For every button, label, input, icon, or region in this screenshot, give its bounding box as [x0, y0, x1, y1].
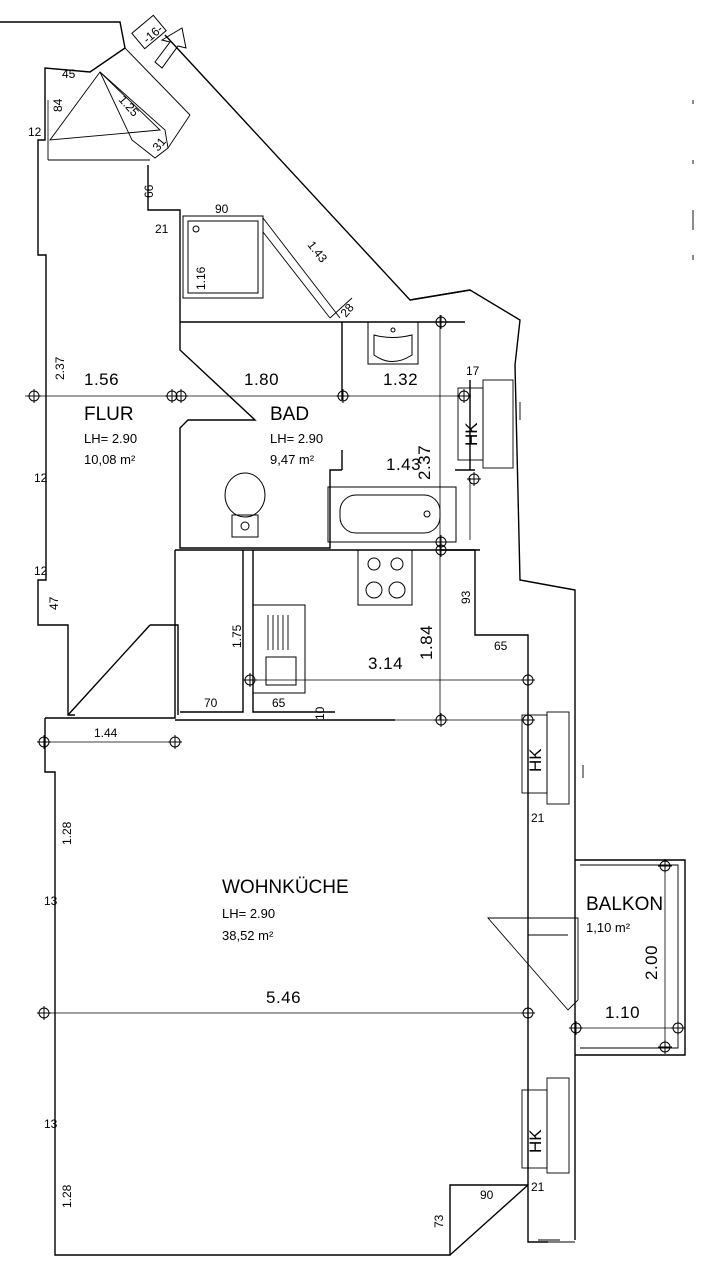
room-area: 1,10 m² [586, 920, 631, 935]
room-name: BAD [270, 404, 309, 425]
dim-label: 21 [531, 811, 545, 825]
entrance-area: -16- [47, 14, 191, 161]
entrance-arrow-icon [154, 27, 187, 69]
dim-label: 90 [215, 202, 229, 216]
dim-label: 21 [155, 222, 169, 236]
dim-label: 1.75 [230, 624, 244, 648]
dim-label: 1.80 [244, 370, 279, 389]
dim-label: 70 [204, 696, 218, 710]
bathtub-icon [327, 486, 457, 543]
room-name: FLUR [84, 404, 134, 425]
dim-label: 1.28 [60, 1184, 74, 1208]
room-wohnkueche: WOHNKÜCHE LH= 2.90 38,52 m² [222, 877, 349, 943]
room-height: LH= 2.90 [270, 431, 323, 446]
dimension-labels: 1.56 1.80 1.32 1.43 3.14 5.46 1.10 1.44 … [28, 67, 661, 1228]
heater-kitchen: HK [521, 711, 570, 805]
stove-icon [357, 549, 413, 606]
room-bad: BAD LH= 2.90 9,47 m² [270, 404, 323, 467]
dim-label: 73 [432, 1214, 446, 1228]
room-area: 10,08 m² [84, 452, 136, 467]
dim-label: 1.25 [116, 93, 142, 120]
dim-label: 13 [44, 894, 58, 908]
dim-label: 2.00 [642, 945, 661, 980]
dimension-lines [25, 100, 678, 1048]
dim-label: 65 [494, 639, 508, 653]
heater-label: HK [462, 422, 481, 446]
dim-label: 47 [47, 596, 61, 610]
dim-label: 5.46 [266, 988, 301, 1007]
dim-label: 17 [466, 364, 480, 378]
room-height: LH= 2.90 [84, 431, 137, 446]
outer-walls [0, 21, 576, 1256]
dim-label: 1.56 [84, 370, 119, 389]
dim-label: 2.37 [53, 356, 67, 380]
dim-label: 12 [34, 564, 48, 578]
sink-icon [252, 604, 306, 694]
room-height: LH= 2.90 [222, 906, 275, 921]
dim-label: 12 [34, 471, 48, 485]
dim-label: 90 [480, 1188, 494, 1202]
room-name: BALKON [586, 894, 663, 915]
dim-label: 21 [531, 1180, 545, 1194]
dim-label: 1.16 [194, 266, 208, 290]
dim-label: 2.37 [415, 445, 434, 480]
room-balkon: BALKON 1,10 m² [586, 894, 663, 935]
dim-label: 65 [272, 696, 286, 710]
toilet-icon [224, 472, 266, 538]
dim-label: 66 [142, 184, 156, 198]
dim-label: 10 [313, 706, 327, 720]
heater-living: HK [521, 1077, 570, 1174]
heater-bad: HK [457, 379, 514, 469]
dim-label: 1.44 [94, 726, 118, 740]
room-flur: FLUR LH= 2.90 10,08 m² [84, 404, 137, 467]
dim-label: 1.43 [386, 455, 421, 474]
dimension-markers [27, 315, 685, 1054]
dim-label: 1.28 [60, 821, 74, 845]
edge-marks [519, 100, 694, 778]
room-name: WOHNKÜCHE [222, 877, 349, 898]
room-area: 9,47 m² [270, 452, 315, 467]
dim-label: 45 [62, 67, 76, 81]
shower-tray [182, 215, 353, 319]
dim-label: 3.14 [368, 654, 403, 673]
room-area: 38,52 m² [222, 928, 274, 943]
dim-label: 12 [28, 125, 42, 139]
interior-walls [45, 165, 529, 1185]
dim-label: 1.84 [417, 625, 436, 660]
dim-label: 13 [44, 1117, 58, 1131]
balcony [487, 859, 686, 1056]
dim-label: 84 [51, 98, 65, 112]
heater-label: HK [526, 1129, 545, 1153]
dim-label: 1.10 [605, 1003, 640, 1022]
washbasin-icon [367, 321, 419, 365]
dim-label: 1.43 [305, 238, 331, 265]
dim-label: 28 [338, 300, 358, 319]
heater-label: HK [526, 748, 545, 772]
dim-label: 93 [459, 590, 473, 604]
dim-label: 1.32 [383, 370, 418, 389]
